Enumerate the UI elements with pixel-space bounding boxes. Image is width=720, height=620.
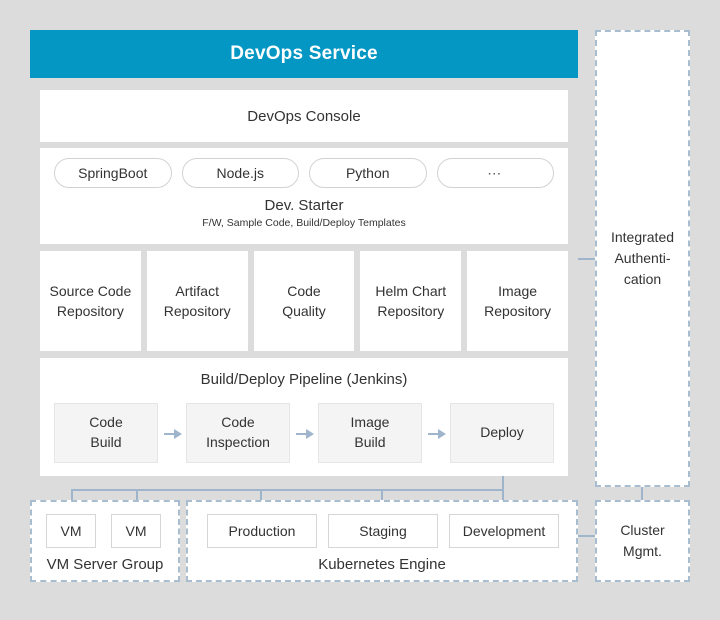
repository-row: Source Code Repository Artifact Reposito… (40, 251, 568, 351)
pipeline-step-row: Code Build Code Inspection Image Build (54, 403, 554, 463)
repo-card-source-code[interactable]: Source Code Repository (40, 251, 141, 351)
starter-pill-python[interactable]: Python (309, 158, 427, 188)
dev-starter-title: Dev. Starter (264, 197, 344, 214)
k8s-env-staging[interactable]: Staging (328, 514, 438, 548)
step-label-line2: Build (354, 434, 386, 450)
starter-pill-label: Python (345, 165, 390, 181)
vm-server-group: VM VM VM Server Group (30, 500, 180, 582)
pipeline-step-code-build[interactable]: Code Build (54, 403, 158, 463)
starter-pill-row: SpringBoot Node.js Python ⋯ (40, 148, 568, 188)
connector-k8s-to-cluster (578, 535, 596, 537)
vm-node-2[interactable]: VM (111, 514, 161, 548)
vm-node-1[interactable]: VM (46, 514, 96, 548)
cluster-management-panel[interactable]: Cluster Mgmt. (595, 500, 690, 582)
step-label-line1: Code (221, 414, 255, 431)
starter-pill-label: Node.js (216, 165, 264, 181)
repo-label-line2: Repository (163, 303, 231, 319)
connector-bus-horizontal (71, 489, 504, 491)
k8s-env-label: Production (228, 523, 296, 539)
ellipsis-icon: ⋯ (487, 164, 504, 181)
connector-drop-development (502, 489, 504, 508)
vm-node-label: VM (60, 523, 82, 539)
cluster-label-line1: Cluster (620, 522, 665, 538)
k8s-env-label: Development (462, 523, 546, 539)
starter-pill-label: SpringBoot (78, 165, 148, 181)
starter-pill-more[interactable]: ⋯ (436, 158, 554, 188)
vm-server-group-label: VM Server Group (46, 556, 164, 573)
repo-label-line1: Source Code (49, 282, 132, 299)
devops-console-label: DevOps Console (247, 107, 361, 125)
header-title-bar: DevOps Service (30, 30, 578, 78)
connector-auth-to-cluster (641, 487, 643, 501)
vm-node-label: VM (125, 523, 147, 539)
repo-label-line2: Repository (377, 303, 445, 319)
repo-card-code-quality[interactable]: Code Quality (253, 251, 355, 351)
repo-label-line2: Repository (56, 303, 124, 319)
page-title: DevOps Service (230, 43, 378, 64)
step-label-line2: Build (90, 434, 122, 450)
cluster-label-line2: Mgmt. (623, 543, 662, 559)
connector-drop-staging (381, 489, 383, 508)
repo-label-line2: Quality (282, 303, 326, 319)
dev-starter-card: SpringBoot Node.js Python ⋯ Dev. Starter… (40, 148, 568, 244)
devops-console-card: DevOps Console (40, 90, 568, 142)
repo-label-line1: Helm Chart (375, 282, 447, 299)
connector-drop-vm2 (136, 489, 138, 508)
repo-card-artifact[interactable]: Artifact Repository (146, 251, 248, 351)
integrated-authentication-panel[interactable]: Integrated Authenti- cation (595, 30, 690, 487)
pipeline-arrow-2 (292, 428, 316, 439)
k8s-env-development[interactable]: Development (449, 514, 559, 548)
kubernetes-engine-label: Kubernetes Engine (318, 556, 446, 573)
dev-starter-subtitle: F/W, Sample Code, Build/Deploy Templates (202, 217, 406, 229)
step-label-line1: Code (89, 414, 123, 431)
pipeline-title: Build/Deploy Pipeline (Jenkins) (200, 371, 408, 388)
connector-drop-production (260, 489, 262, 508)
pipeline-arrow-3 (424, 428, 448, 439)
pipeline-card: Build/Deploy Pipeline (Jenkins) Code Bui… (40, 358, 568, 476)
pipeline-step-code-inspection[interactable]: Code Inspection (186, 403, 290, 463)
auth-label-line2: Authenti- (614, 250, 671, 266)
pipeline-step-image-build[interactable]: Image Build (318, 403, 422, 463)
connector-deploy-down (502, 476, 504, 491)
pipeline-step-deploy[interactable]: Deploy (450, 403, 554, 463)
integrated-authentication-label: Integrated Authenti- cation (611, 227, 674, 290)
repo-card-image[interactable]: Image Repository (467, 251, 568, 351)
step-label-line1: Deploy (480, 424, 524, 441)
starter-pill-springboot[interactable]: SpringBoot (54, 158, 172, 188)
connector-main-to-auth (578, 258, 596, 260)
repo-label-line1: Artifact (175, 282, 219, 299)
step-label-line2: Inspection (206, 434, 270, 450)
auth-label-line1: Integrated (610, 229, 675, 245)
auth-label-line3: cation (623, 271, 662, 287)
k8s-env-production[interactable]: Production (207, 514, 317, 548)
pipeline-arrow-1 (160, 428, 184, 439)
repo-card-helm-chart[interactable]: Helm Chart Repository (360, 251, 462, 351)
connector-drop-vm1 (71, 489, 73, 508)
kubernetes-engine-group: Production Staging Development Kubernete… (186, 500, 578, 582)
repo-label-line1: Code (287, 282, 321, 299)
k8s-env-label: Staging (359, 523, 407, 539)
repo-label-line1: Image (498, 282, 538, 299)
step-label-line1: Image (350, 414, 390, 431)
repo-label-line2: Repository (484, 303, 552, 319)
starter-pill-nodejs[interactable]: Node.js (181, 158, 299, 188)
cluster-management-label: Cluster Mgmt. (620, 520, 664, 562)
